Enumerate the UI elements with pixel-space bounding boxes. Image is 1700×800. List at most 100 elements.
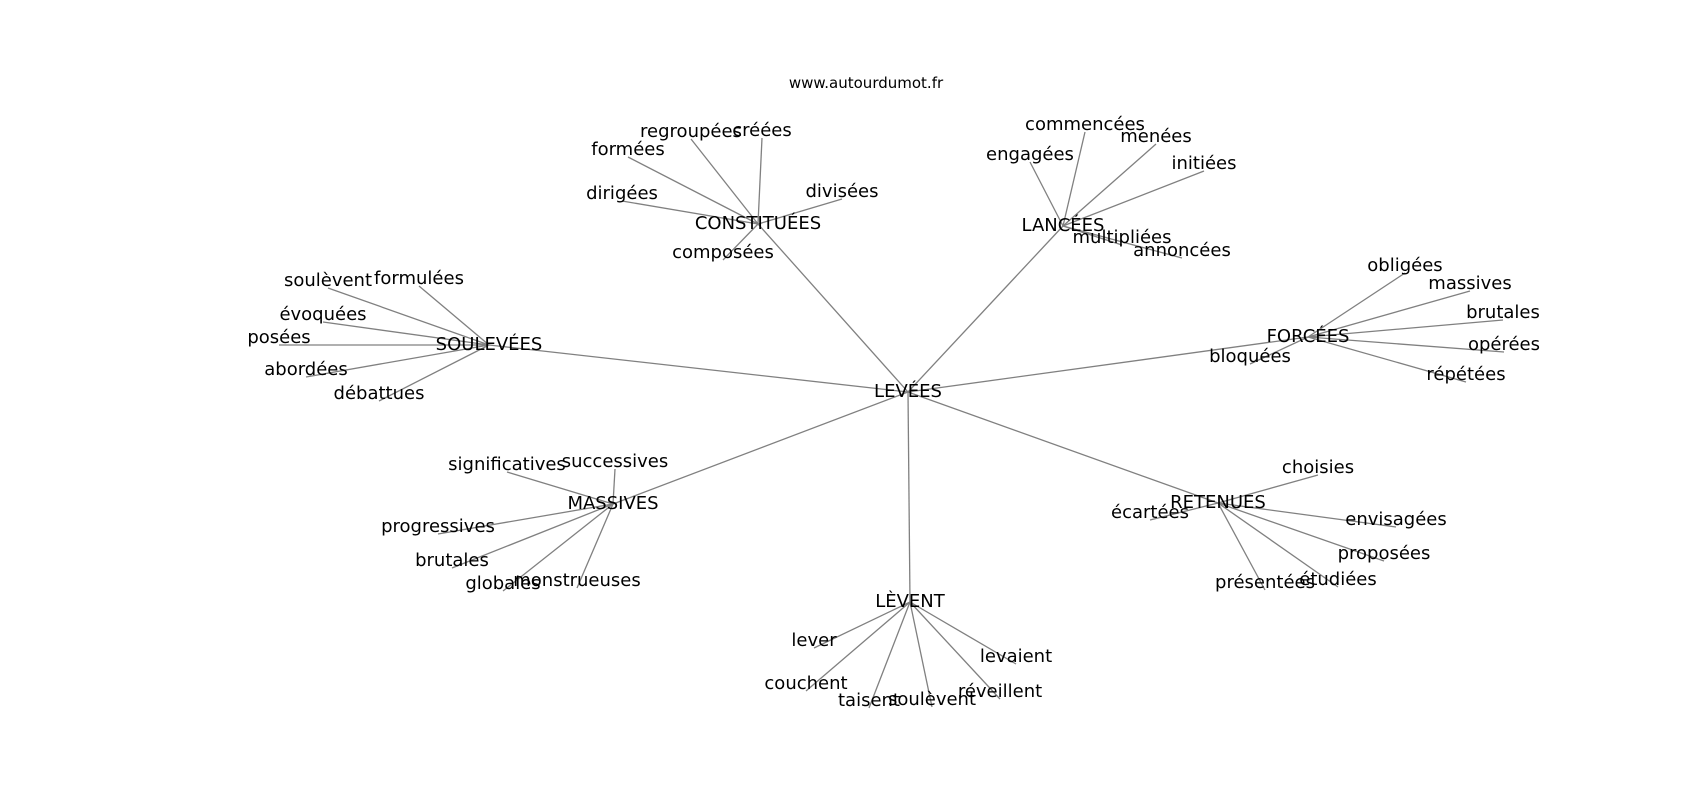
edge-forcees-leaf <box>1307 336 1467 383</box>
leaf-node-constituees[interactable]: formées <box>591 139 665 160</box>
edge-massives-leaf <box>502 503 614 592</box>
leaf-node-lancees[interactable]: commencées <box>1025 114 1145 135</box>
edge-soulevees-leaf <box>418 285 490 346</box>
edge-retenues-leaf <box>1217 474 1319 504</box>
edge-center-retenues <box>907 391 1219 504</box>
leaf-node-massives[interactable]: globales <box>465 573 540 594</box>
leaf-node-soulevees[interactable]: soulèvent <box>284 270 372 291</box>
leaf-node-forcees[interactable]: opérées <box>1468 334 1540 355</box>
leaf-node-soulevees[interactable]: posées <box>247 327 310 348</box>
hub-node-soulevees[interactable]: SOULEVÉES <box>436 333 543 355</box>
leaf-node-forcees[interactable]: obligées <box>1367 255 1442 276</box>
leaf-node-lancees[interactable]: annoncées <box>1133 240 1231 261</box>
leaf-node-levent[interactable]: lever <box>791 630 837 651</box>
edge-soulevees-leaf <box>322 321 490 346</box>
leaf-node-forcees[interactable]: massives <box>1428 273 1511 294</box>
edge-levent-leaf <box>909 601 1001 700</box>
leaf-node-massives[interactable]: significatives <box>448 454 566 475</box>
leaf-node-levent[interactable]: levaient <box>980 646 1052 667</box>
leaf-node-soulevees[interactable]: évoquées <box>279 304 366 325</box>
leaf-node-retenues[interactable]: choisies <box>1282 457 1354 478</box>
edge-retenues-leaf <box>1217 502 1339 588</box>
edge-constituees-leaf <box>722 223 759 261</box>
hub-node-retenues[interactable]: RETENUES <box>1170 492 1266 513</box>
edge-center-constituees <box>757 223 909 393</box>
leaf-node-retenues[interactable]: proposées <box>1338 543 1431 564</box>
leaf-node-massives[interactable]: successives <box>562 451 669 472</box>
edge-lancees-leaf <box>1029 161 1064 227</box>
leaf-node-lancees[interactable]: engagées <box>986 144 1074 165</box>
hub-node-levent[interactable]: LÈVENT <box>875 590 946 612</box>
edge-retenues-leaf <box>1217 502 1397 528</box>
leaf-node-forcees[interactable]: répétées <box>1426 364 1505 385</box>
edge-soulevees-leaf <box>305 344 490 378</box>
leaf-node-soulevees[interactable]: débattues <box>334 383 425 404</box>
leaf-node-forcees[interactable]: brutales <box>1466 302 1540 323</box>
leaf-node-retenues[interactable]: étudiées <box>1299 569 1377 590</box>
hub-node-lancees[interactable]: LANCÉES <box>1022 214 1105 236</box>
leaf-node-lancees[interactable]: menées <box>1120 126 1192 147</box>
leaf-node-forcees[interactable]: bloquées <box>1209 346 1291 367</box>
edge-retenues-leaf <box>1217 502 1385 562</box>
edge-massives-leaf <box>506 471 614 505</box>
edge-forcees-leaf <box>1307 272 1406 338</box>
leaf-node-soulevees[interactable]: abordées <box>264 359 348 380</box>
hub-node-massives[interactable]: MASSIVES <box>567 493 658 514</box>
leaf-node-constituees[interactable]: divisées <box>806 181 879 202</box>
edge-forcees-leaf <box>1307 336 1505 353</box>
leaf-node-levent[interactable]: taisent <box>838 690 900 711</box>
edge-retenues-leaf <box>1217 502 1266 591</box>
edge-constituees-leaf <box>621 200 759 225</box>
edge-lancees-leaf <box>1062 143 1157 227</box>
leaf-node-massives[interactable]: monstrueuses <box>513 570 641 591</box>
edge-soulevees-leaf <box>327 287 490 346</box>
edge-constituees-leaf <box>627 156 759 225</box>
edge-lancees-leaf <box>1062 170 1205 227</box>
leaf-node-retenues[interactable]: écartées <box>1111 502 1189 523</box>
edge-center-massives <box>612 391 909 505</box>
leaf-node-lancees[interactable]: multipliées <box>1073 227 1172 248</box>
edge-lancees-leaf <box>1062 225 1183 259</box>
leaf-node-levent[interactable]: réveillent <box>958 681 1042 702</box>
edge-levent-leaf <box>909 601 1017 665</box>
leaf-node-levent[interactable]: soulèvent <box>888 689 976 710</box>
edge-forcees-leaf <box>1307 319 1504 338</box>
edge-constituees-leaf <box>757 137 763 225</box>
edge-center-lancees <box>907 225 1064 393</box>
leaf-node-soulevees[interactable]: formulées <box>374 268 464 289</box>
edge-constituees-leaf <box>757 198 843 225</box>
edge-levent-leaf <box>805 601 911 692</box>
leaf-node-massives[interactable]: brutales <box>415 550 489 571</box>
edge-forcees-leaf <box>1249 336 1309 365</box>
edge-forcees-leaf <box>1307 290 1471 338</box>
edge-center-soulevees <box>488 344 909 393</box>
edge-levent-leaf <box>868 601 911 709</box>
edge-massives-leaf <box>612 468 616 505</box>
edge-constituees-leaf <box>690 138 759 225</box>
leaf-node-retenues[interactable]: présentées <box>1215 572 1315 593</box>
leaf-node-massives[interactable]: progressives <box>381 516 495 537</box>
leaf-node-constituees[interactable]: composées <box>672 242 774 263</box>
edge-massives-leaf <box>451 503 614 569</box>
edge-levent-leaf <box>813 601 911 649</box>
site-url[interactable]: www.autourdumot.fr <box>789 74 944 92</box>
leaf-node-levent[interactable]: couchent <box>764 673 847 694</box>
leaf-node-constituees[interactable]: dirigées <box>586 183 658 204</box>
graph-edges <box>279 131 1505 709</box>
hub-node-constituees[interactable]: CONSTITUÉES <box>695 212 821 234</box>
leaf-node-constituees[interactable]: regroupées <box>640 121 742 142</box>
edge-center-forcees <box>907 336 1309 393</box>
edge-retenues-leaf <box>1149 502 1219 521</box>
edge-massives-leaf <box>576 503 614 589</box>
leaf-node-retenues[interactable]: envisagées <box>1345 509 1447 530</box>
edge-soulevees-leaf <box>378 344 490 402</box>
edge-levent-leaf <box>909 601 933 708</box>
leaf-node-lancees[interactable]: initiées <box>1172 153 1237 174</box>
hub-node-forcees[interactable]: FORCÉES <box>1267 325 1350 347</box>
center-node-label[interactable]: LEVÉES <box>874 380 942 402</box>
edge-massives-leaf <box>437 503 614 535</box>
leaf-node-constituees[interactable]: créées <box>732 120 792 141</box>
edge-lancees-leaf <box>1062 131 1086 227</box>
